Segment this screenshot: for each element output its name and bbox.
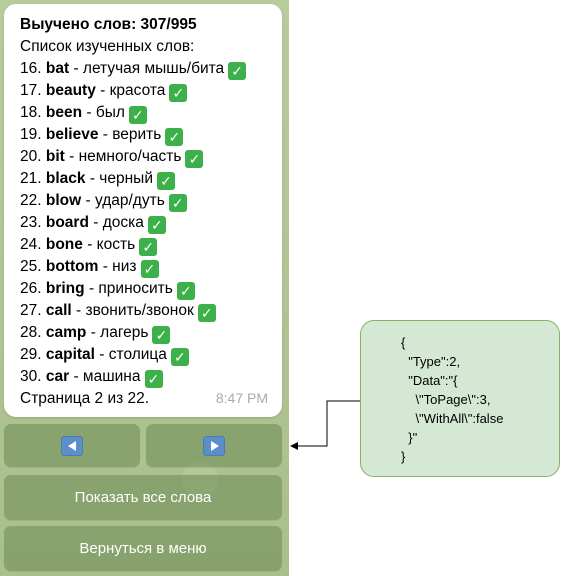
check-mark-icon: ✓ — [139, 238, 158, 256]
english-word: bat — [45, 60, 70, 77]
prev-page-button[interactable] — [4, 424, 140, 467]
check-mark-icon: ✓ — [147, 216, 166, 234]
word-list-item: 28. camp - лагерь✓ — [20, 322, 270, 344]
check-mark-icon: ✓ — [176, 282, 195, 300]
english-word: beauty — [45, 82, 96, 99]
word-list-item: 30. car - машина✓ — [20, 366, 270, 388]
word-number: 24. — [20, 236, 42, 253]
right-arrow-icon — [203, 435, 225, 456]
next-page-button[interactable] — [146, 424, 282, 467]
word-number: 18. — [20, 104, 42, 121]
word-number: 29. — [20, 346, 42, 363]
word-number: 19. — [20, 126, 42, 143]
word-list-item: 25. bottom - низ✓ — [20, 256, 270, 278]
word-number: 22. — [20, 192, 42, 209]
word-translation: - летучая мышь/бита — [73, 60, 225, 77]
word-list-item: 24. bone - кость✓ — [20, 234, 270, 256]
word-translation: - лагерь — [90, 324, 149, 341]
word-list-item: 21. black - черный✓ — [20, 168, 270, 190]
check-mark-icon: ✓ — [168, 194, 187, 212]
word-translation: - кость — [87, 236, 136, 253]
word-list: 16. bat - летучая мышь/бита✓17. beauty -… — [20, 58, 270, 388]
english-word: camp — [45, 324, 87, 341]
word-list-item: 20. bit - немного/часть✓ — [20, 146, 270, 168]
english-word: black — [45, 170, 86, 187]
word-translation: - приносить — [88, 280, 173, 297]
page-info: Страница 2 из 22. — [20, 390, 150, 407]
word-translation: - машина — [73, 368, 141, 385]
word-translation: - черный — [89, 170, 153, 187]
word-list-item: 19. believe - верить✓ — [20, 124, 270, 146]
english-word: believe — [45, 126, 99, 143]
english-word: blow — [45, 192, 82, 209]
check-mark-icon: ✓ — [128, 106, 147, 124]
word-translation: - низ — [102, 258, 137, 275]
word-translation: - красота — [100, 82, 166, 99]
word-number: 17. — [20, 82, 42, 99]
back-to-menu-button[interactable]: Вернуться в меню — [4, 526, 282, 571]
chat-panel: Выучено слов: 307/995 Список изученных с… — [0, 0, 289, 576]
word-number: 21. — [20, 170, 42, 187]
word-list-item: 27. call - звонить/звонок✓ — [20, 300, 270, 322]
callout-text: { "Type":2, "Data":"{ \"ToPage\":3, \"Wi… — [401, 335, 504, 464]
check-mark-icon: ✓ — [169, 84, 188, 102]
word-list-item: 23. board - доска✓ — [20, 212, 270, 234]
english-word: car — [45, 368, 70, 385]
word-number: 25. — [20, 258, 42, 275]
word-translation: - удар/дуть — [85, 192, 165, 209]
check-mark-icon: ✓ — [152, 326, 171, 344]
word-number: 20. — [20, 148, 42, 165]
english-word: call — [45, 302, 72, 319]
english-word: been — [45, 104, 83, 121]
word-number: 30. — [20, 368, 42, 385]
check-mark-icon: ✓ — [170, 348, 189, 366]
word-list-item: 18. been - был✓ — [20, 102, 270, 124]
message-title: Выучено слов: 307/995 — [20, 16, 197, 33]
english-word: bit — [45, 148, 65, 165]
callback-data-callout: { "Type":2, "Data":"{ \"ToPage\":3, \"Wi… — [360, 320, 560, 477]
word-list-item: 16. bat - летучая мышь/бита✓ — [20, 58, 270, 80]
word-translation: - был — [86, 104, 125, 121]
word-number: 28. — [20, 324, 42, 341]
check-mark-icon: ✓ — [197, 304, 216, 322]
check-mark-icon: ✓ — [185, 150, 204, 168]
message-bubble: Выучено слов: 307/995 Список изученных с… — [4, 4, 282, 417]
check-mark-icon: ✓ — [140, 260, 159, 278]
check-mark-icon: ✓ — [156, 172, 175, 190]
message-time: 8:47 PM — [215, 390, 268, 406]
word-translation: - доска — [93, 214, 144, 231]
english-word: bone — [45, 236, 83, 253]
word-translation: - звонить/звонок — [76, 302, 194, 319]
check-mark-icon: ✓ — [228, 62, 247, 80]
word-list-item: 17. beauty - красота✓ — [20, 80, 270, 102]
left-arrow-icon — [61, 435, 83, 456]
word-number: 26. — [20, 280, 42, 297]
english-word: board — [45, 214, 89, 231]
word-list-item: 22. blow - удар/дуть✓ — [20, 190, 270, 212]
show-all-words-button[interactable]: Показать все слова — [4, 475, 282, 520]
word-list-item: 26. bring - приносить✓ — [20, 278, 270, 300]
english-word: capital — [45, 346, 95, 363]
word-translation: - столица — [99, 346, 167, 363]
word-translation: - верить — [102, 126, 162, 143]
word-number: 27. — [20, 302, 42, 319]
word-translation: - немного/часть — [69, 148, 182, 165]
message-subtitle: Список изученных слов: — [20, 38, 195, 55]
word-list-item: 29. capital - столица✓ — [20, 344, 270, 366]
word-number: 23. — [20, 214, 42, 231]
check-mark-icon: ✓ — [165, 128, 184, 146]
check-mark-icon: ✓ — [144, 370, 163, 388]
english-word: bring — [45, 280, 85, 297]
word-number: 16. — [20, 60, 42, 77]
english-word: bottom — [45, 258, 99, 275]
